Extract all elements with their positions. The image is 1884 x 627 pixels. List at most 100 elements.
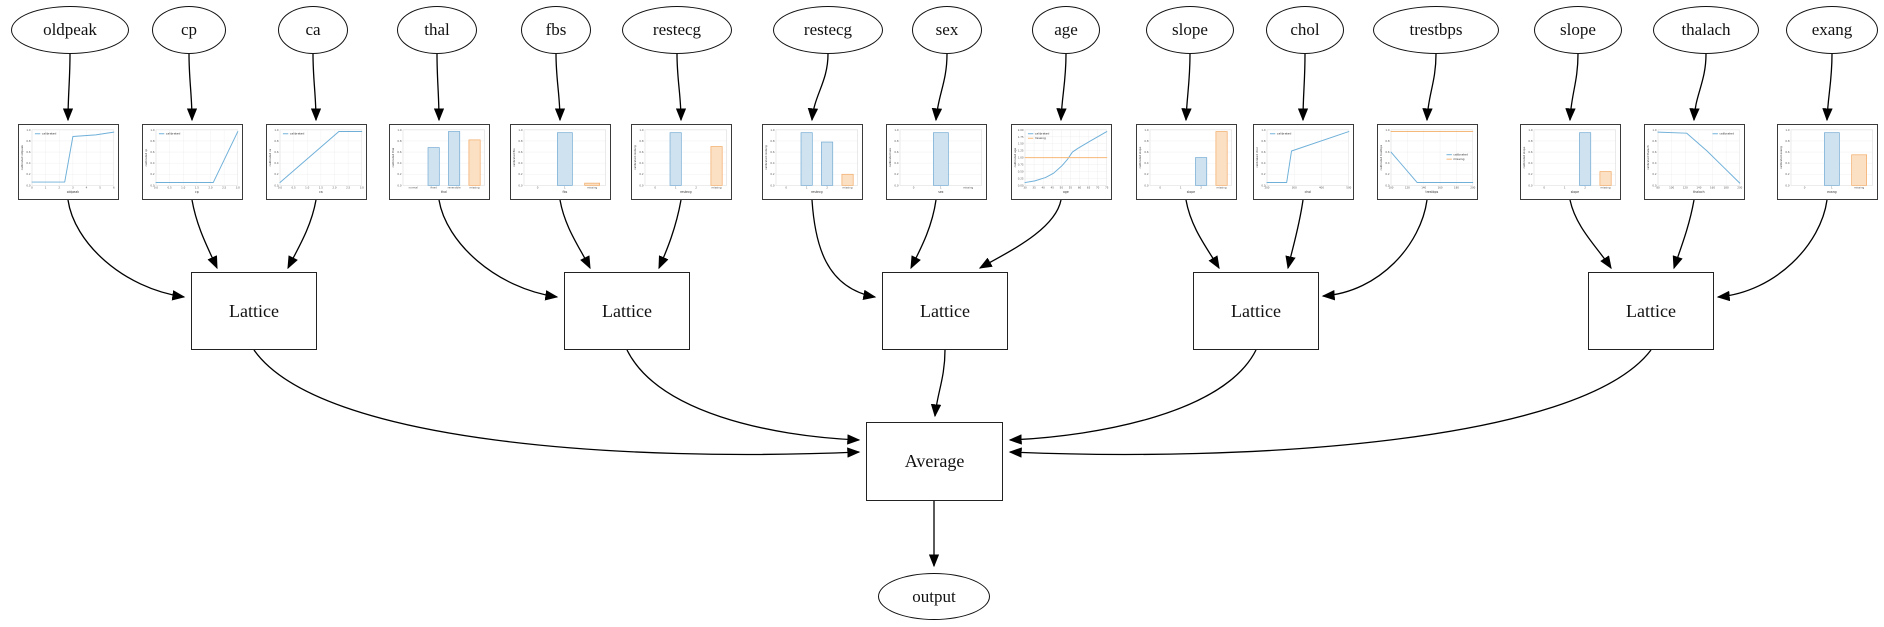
feature-label: ca xyxy=(305,20,321,39)
feature-node-chol: chol xyxy=(1266,6,1344,54)
svg-text:160: 160 xyxy=(1710,186,1715,190)
feature-node-trestbps: trestbps xyxy=(1373,6,1499,54)
svg-text:calibrated: calibrated xyxy=(42,132,57,136)
svg-text:calibrated: calibrated xyxy=(1719,132,1734,136)
svg-text:2: 2 xyxy=(58,186,60,190)
svg-text:0.50: 0.50 xyxy=(1018,169,1024,173)
svg-text:0.8: 0.8 xyxy=(1261,139,1265,143)
svg-text:calibrated: calibrated xyxy=(1277,132,1292,136)
svg-text:0.4: 0.4 xyxy=(1528,161,1532,165)
svg-text:slope: slope xyxy=(1571,190,1579,194)
svg-text:3.0: 3.0 xyxy=(360,186,364,190)
svg-text:0.2: 0.2 xyxy=(770,172,774,176)
svg-text:2.5: 2.5 xyxy=(346,186,350,190)
svg-text:80: 80 xyxy=(1656,186,1660,190)
svg-text:0.0: 0.0 xyxy=(278,186,282,190)
svg-text:140: 140 xyxy=(1421,186,1426,190)
svg-text:0.2: 0.2 xyxy=(1144,172,1148,176)
svg-text:0.8: 0.8 xyxy=(894,139,898,143)
svg-text:1.0: 1.0 xyxy=(770,128,774,132)
svg-text:200: 200 xyxy=(1737,186,1742,190)
svg-text:1: 1 xyxy=(1180,186,1182,190)
svg-text:chol: chol xyxy=(1305,190,1312,194)
svg-text:0.8: 0.8 xyxy=(518,139,522,143)
svg-text:0.8: 0.8 xyxy=(639,139,643,143)
svg-text:trestbps: trestbps xyxy=(1426,190,1439,194)
svg-text:0.0: 0.0 xyxy=(894,183,898,187)
svg-text:0.2: 0.2 xyxy=(150,172,154,176)
svg-text:1.0: 1.0 xyxy=(26,128,30,132)
svg-text:calibrated fbs: calibrated fbs xyxy=(512,148,516,167)
feature-label: trestbps xyxy=(1409,20,1463,39)
svg-text:1.0: 1.0 xyxy=(518,128,522,132)
svg-text:45: 45 xyxy=(1051,186,1055,190)
svg-text:calibrated thal: calibrated thal xyxy=(391,148,395,168)
feature-label: oldpeak xyxy=(43,20,97,39)
svg-text:restecg: restecg xyxy=(680,190,692,194)
svg-text:1.0: 1.0 xyxy=(1528,128,1532,132)
svg-text:0.25: 0.25 xyxy=(1018,176,1024,180)
svg-text:160: 160 xyxy=(1438,186,1443,190)
svg-text:missing: missing xyxy=(587,186,597,190)
svg-text:0.0: 0.0 xyxy=(1528,183,1532,187)
feature-to-calibrator-arrows xyxy=(62,53,1833,122)
feature-node-thal: thal xyxy=(397,6,477,54)
lattice-label: Lattice xyxy=(1231,300,1281,321)
svg-text:0.6: 0.6 xyxy=(26,150,30,154)
svg-text:missing: missing xyxy=(1217,186,1227,190)
svg-text:0.2: 0.2 xyxy=(639,172,643,176)
svg-text:1.0: 1.0 xyxy=(181,186,185,190)
svg-text:0.0: 0.0 xyxy=(1261,183,1265,187)
svg-text:1.25: 1.25 xyxy=(1018,149,1024,153)
svg-text:0.75: 0.75 xyxy=(1018,163,1024,167)
lattice-node-2: Lattice xyxy=(564,272,690,350)
svg-text:1.50: 1.50 xyxy=(1018,142,1024,146)
svg-text:1.0: 1.0 xyxy=(305,186,309,190)
svg-text:missing: missing xyxy=(470,186,480,190)
svg-text:0.0: 0.0 xyxy=(397,183,401,187)
svg-text:2: 2 xyxy=(1584,186,1586,190)
svg-text:ca: ca xyxy=(319,190,323,194)
svg-text:0: 0 xyxy=(537,186,539,190)
feature-node-exang: exang xyxy=(1786,6,1878,54)
svg-text:0.2: 0.2 xyxy=(1385,172,1389,176)
svg-text:2: 2 xyxy=(695,186,697,190)
svg-text:400: 400 xyxy=(1319,186,1324,190)
svg-text:0.4: 0.4 xyxy=(26,161,30,165)
feature-node-slope-1: slope xyxy=(1146,6,1234,54)
svg-text:0: 0 xyxy=(1543,186,1545,190)
svg-text:exang: exang xyxy=(1827,190,1837,194)
svg-text:0.2: 0.2 xyxy=(274,172,278,176)
svg-text:200: 200 xyxy=(1264,186,1269,190)
svg-text:calibrated oldpeak: calibrated oldpeak xyxy=(20,145,24,171)
svg-text:1: 1 xyxy=(1831,186,1833,190)
svg-text:0.6: 0.6 xyxy=(894,150,898,154)
svg-text:0.8: 0.8 xyxy=(1385,139,1389,143)
svg-text:55: 55 xyxy=(1069,186,1073,190)
svg-text:thal: thal xyxy=(441,190,447,194)
feature-node-oldpeak: oldpeak xyxy=(11,6,129,54)
svg-text:0.4: 0.4 xyxy=(274,161,278,165)
lattice-label: Lattice xyxy=(602,300,652,321)
feature-label: restecg xyxy=(803,20,853,39)
lattice-label: Lattice xyxy=(229,300,279,321)
svg-text:1.0: 1.0 xyxy=(894,128,898,132)
feature-label: slope xyxy=(1172,20,1208,39)
svg-text:0: 0 xyxy=(1159,186,1161,190)
svg-text:1.0: 1.0 xyxy=(1785,128,1789,132)
svg-text:0.6: 0.6 xyxy=(1144,150,1148,154)
svg-text:missing: missing xyxy=(963,186,973,190)
feature-label: thal xyxy=(424,20,450,39)
svg-text:1.0: 1.0 xyxy=(1144,128,1148,132)
svg-text:0.0: 0.0 xyxy=(639,183,643,187)
feature-label: slope xyxy=(1560,20,1596,39)
feature-node-sex: sex xyxy=(912,6,982,54)
svg-text:0.4: 0.4 xyxy=(1144,161,1148,165)
average-label: Average xyxy=(904,451,965,471)
svg-text:calibrated: calibrated xyxy=(1035,132,1050,136)
output-node: output xyxy=(878,573,990,620)
